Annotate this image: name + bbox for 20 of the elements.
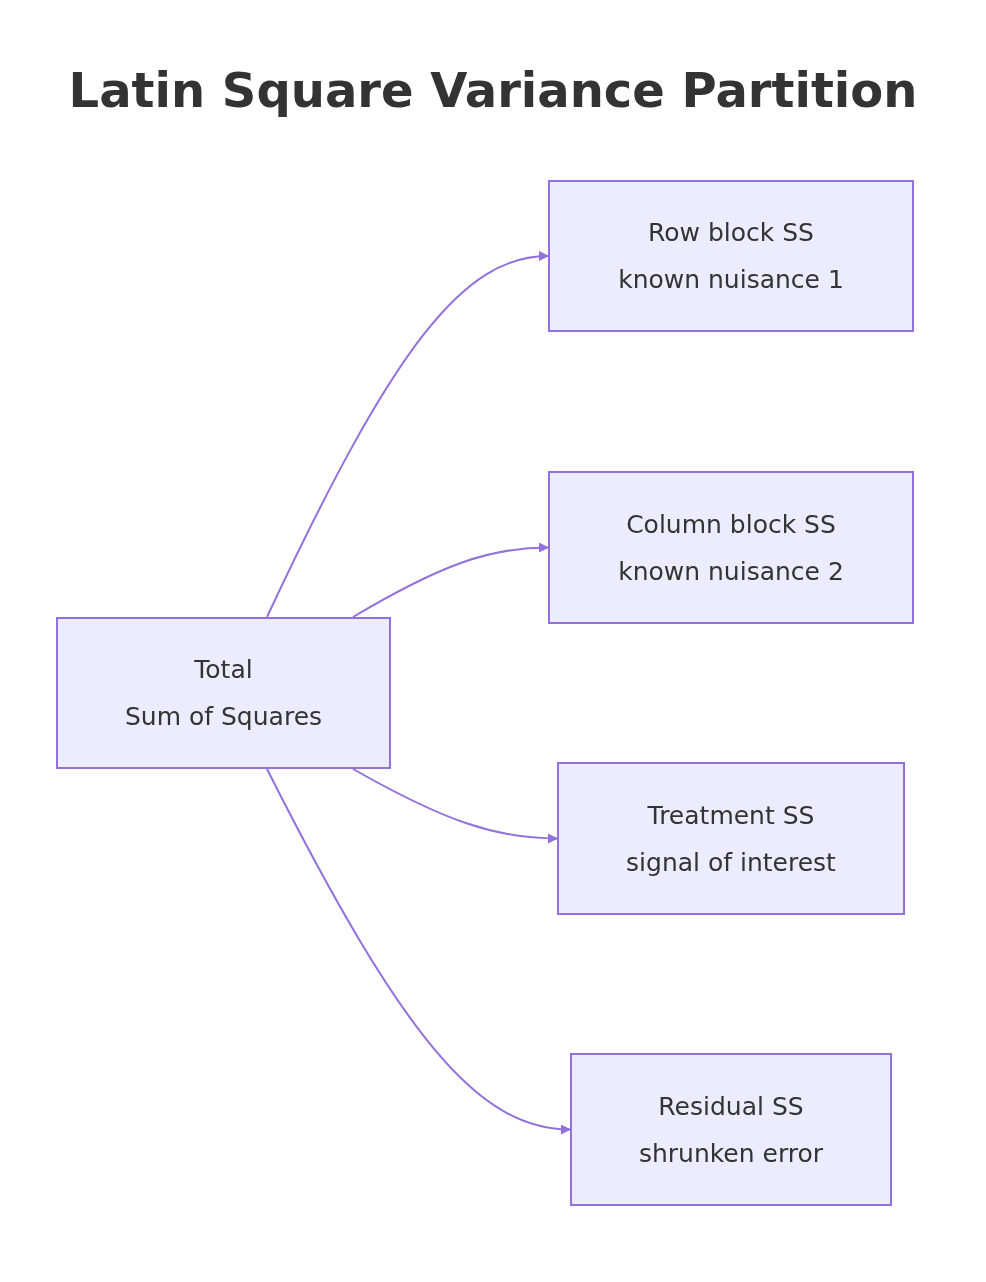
node-subtitle: known nuisance 2 xyxy=(618,555,844,588)
process-box xyxy=(548,180,914,332)
node-title: Treatment SS xyxy=(647,799,815,832)
node-subtitle: shrunken error xyxy=(638,1137,824,1170)
process-box xyxy=(570,1053,892,1206)
node-title: Residual SS xyxy=(658,1090,804,1123)
node-title: Total xyxy=(194,654,253,686)
arrow xyxy=(266,251,549,618)
process-box xyxy=(56,617,391,769)
node-subtitle: signal of interest xyxy=(626,846,836,879)
process-box xyxy=(557,762,905,915)
node-subtitle: Sum of Squares xyxy=(124,701,323,733)
diagram-title: Latin Square Variance Partition xyxy=(67,62,919,118)
process-box xyxy=(548,471,914,624)
arrow xyxy=(266,768,571,1134)
arrow xyxy=(352,542,549,618)
arrow xyxy=(352,768,558,844)
node-title: Row block SS xyxy=(648,217,814,249)
node-title: Column block SS xyxy=(626,508,836,541)
node-subtitle: known nuisance 1 xyxy=(618,264,844,296)
